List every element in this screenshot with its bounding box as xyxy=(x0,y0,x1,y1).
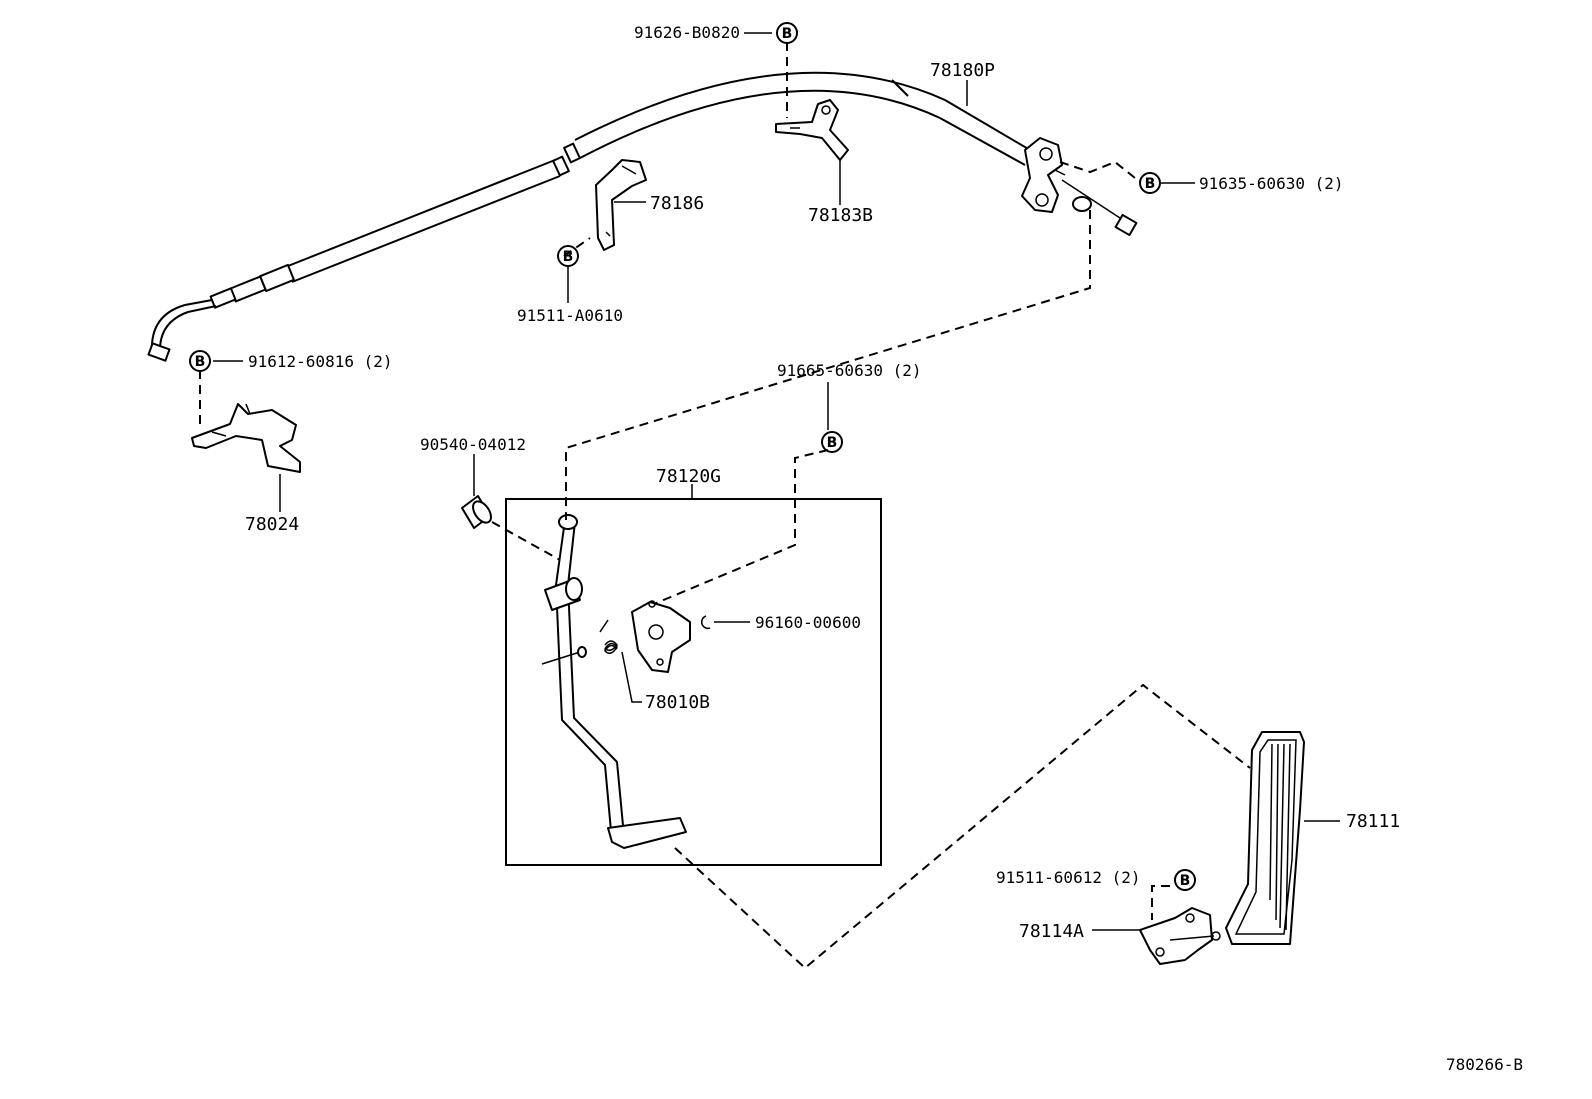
fastener-marker-91511-A0610: B xyxy=(557,245,579,267)
pedal-bracket xyxy=(631,600,691,673)
cable-end-bracket xyxy=(1021,137,1138,237)
pedal-pad-78111 xyxy=(1225,731,1305,945)
label-78114A: 78114A xyxy=(1019,921,1084,942)
svg-text:B: B xyxy=(1145,176,1156,192)
svg-text:B: B xyxy=(195,354,206,370)
svg-text:B: B xyxy=(827,435,838,451)
diagram-id: 780266-B xyxy=(1446,1055,1523,1074)
svg-text:B: B xyxy=(563,249,574,265)
label-78183B: 78183B xyxy=(808,205,873,226)
fastener-marker-91511-60612: B xyxy=(1174,869,1196,891)
label-91511-A0610: 91511-A0610 xyxy=(517,306,623,325)
label-91635-60630: 91635-60630 (2) xyxy=(1199,174,1344,193)
label-78024: 78024 xyxy=(245,514,299,535)
bracket-78024 xyxy=(191,403,301,473)
label-90540-04012: 90540-04012 xyxy=(420,435,526,454)
pedal-arm xyxy=(541,514,687,849)
solid-leaders xyxy=(213,32,1340,931)
label-78010B: 78010B xyxy=(645,692,710,713)
fastener-marker-91665: B xyxy=(821,431,843,453)
svg-text:B: B xyxy=(782,26,793,42)
bracket-78186 xyxy=(595,159,647,251)
return-spring-78010B xyxy=(599,619,618,654)
fastener-marker-91635: B xyxy=(1139,172,1161,194)
label-91511-60612: 91511-60612 (2) xyxy=(996,868,1141,887)
fastener-marker-91612: B xyxy=(189,350,211,372)
pedal-assembly-box xyxy=(505,498,882,866)
label-78180P: 78180P xyxy=(930,60,995,81)
svg-text:B: B xyxy=(1180,873,1191,889)
label-78186: 78186 xyxy=(650,193,704,214)
label-78111: 78111 xyxy=(1346,811,1400,832)
hinge-bracket-78114A xyxy=(1139,907,1221,965)
label-96160-00600: 96160-00600 xyxy=(755,613,861,632)
label-91665-60630: 91665-60630 (2) xyxy=(777,361,922,380)
fastener-marker-91626: B xyxy=(776,22,798,44)
bracket-78183B xyxy=(775,99,849,161)
e-clip-96160 xyxy=(700,615,711,630)
label-91612-60816: 91612-60816 (2) xyxy=(248,352,393,371)
label-78120G: 78120G xyxy=(656,466,721,487)
bushing-90540 xyxy=(461,495,492,529)
label-91626-B0820: 91626-B0820 xyxy=(634,23,740,42)
dashed-leaders xyxy=(199,42,1251,970)
